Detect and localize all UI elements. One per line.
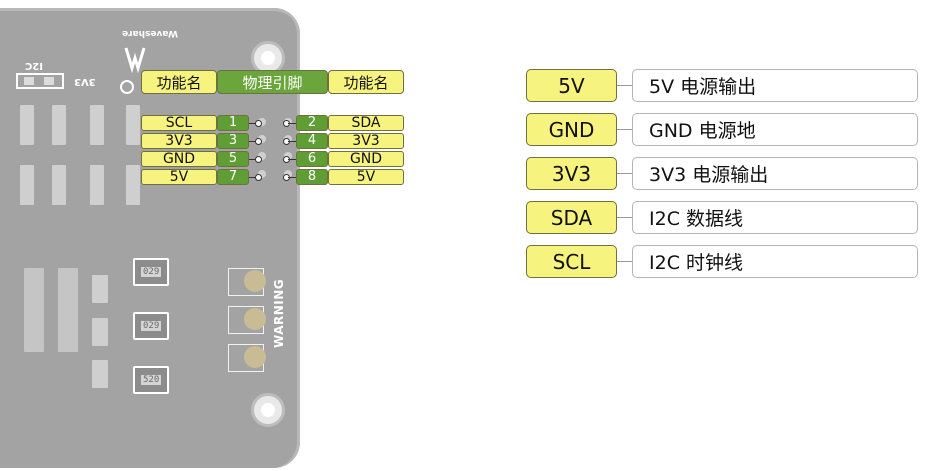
mounting-hole-top [251, 41, 285, 75]
legend-desc-gnd: GND 电源地 [632, 113, 918, 146]
pin-number-left: 5 [217, 151, 249, 167]
legend-desc-5v: 5V 电源输出 [632, 69, 918, 102]
smd-component [92, 360, 108, 388]
pin-dot [255, 138, 262, 145]
pin-function-right: 5V [328, 169, 404, 185]
pin-number-left: 1 [217, 115, 249, 131]
pin-function-left: GND [141, 151, 217, 167]
power-symbol-icon [120, 80, 134, 94]
legend-connector [617, 217, 633, 218]
header-physical-pin: 物理引脚 [217, 70, 328, 94]
pin-function-right: 3V3 [328, 133, 404, 149]
resistor-array [58, 268, 78, 352]
smd-component [52, 105, 66, 145]
pin-leader-line [288, 177, 296, 178]
pin-function-right: SDA [328, 115, 404, 131]
smd-component [20, 105, 34, 145]
legend-key-3v3: 3V3 [526, 157, 617, 190]
legend-connector [617, 85, 633, 86]
legend-desc-scl: I2C 时钟线 [632, 245, 918, 278]
waveshare-logo-icon [124, 46, 146, 76]
pin-number-right: 8 [296, 169, 328, 185]
smd-component [20, 165, 34, 205]
led [244, 346, 266, 368]
pin-leader-line [249, 123, 259, 124]
pin-function-left: 5V [141, 169, 217, 185]
pin-number-right: 6 [296, 151, 328, 167]
header-pad [258, 118, 266, 126]
chip-code: 520 [141, 375, 162, 385]
v3v3-silkscreen: 3V3 [74, 76, 96, 87]
smd-component [126, 165, 140, 205]
smd-component [92, 275, 108, 303]
pin-leader-line [288, 159, 296, 160]
pin-leader-line [288, 123, 296, 124]
brand-silkscreen: Waveshare [122, 28, 179, 38]
i2c-connector [16, 73, 64, 89]
i2c-silkscreen: I2C [25, 60, 44, 71]
chip-code: 029 [141, 267, 162, 277]
pin-dot [255, 120, 262, 127]
pin-leader-line [288, 141, 296, 142]
pin-leader-line [249, 177, 259, 178]
chip-code: 029 [141, 321, 162, 331]
pin-dot [255, 156, 262, 163]
resistor-array [24, 268, 44, 352]
warning-silkscreen: WARNING [272, 278, 286, 348]
led [244, 270, 266, 292]
pin-dot [255, 174, 262, 181]
led [244, 308, 266, 330]
header-function-right: 功能名 [328, 70, 404, 94]
smd-component [92, 318, 108, 346]
pin-leader-line [249, 159, 259, 160]
smd-component [90, 165, 104, 205]
pin-number-left: 3 [217, 133, 249, 149]
legend-key-gnd: GND [526, 113, 617, 146]
legend-key-5v: 5V [526, 69, 617, 102]
mounting-hole-bottom [251, 393, 285, 427]
pin-function-left: SCL [141, 115, 217, 131]
inductor-chip: 520 [133, 366, 169, 394]
header-function-left: 功能名 [141, 70, 217, 94]
smd-component [90, 105, 104, 145]
legend-connector [617, 261, 633, 262]
pin-number-right: 2 [296, 115, 328, 131]
legend-connector [617, 129, 633, 130]
pin-function-right: GND [328, 151, 404, 167]
inductor-chip: 029 [133, 312, 169, 340]
header-pad [258, 135, 266, 143]
smd-component [52, 165, 66, 205]
pin-function-left: 3V3 [141, 133, 217, 149]
smd-component [126, 105, 140, 145]
header-pad [258, 152, 266, 160]
pin-leader-line [249, 141, 259, 142]
inductor-chip: 029 [133, 258, 169, 286]
legend-desc-3v3: 3V3 电源输出 [632, 157, 918, 190]
legend-key-scl: SCL [526, 245, 617, 278]
legend-connector [617, 173, 633, 174]
pin-number-left: 7 [217, 169, 249, 185]
legend-key-sda: SDA [526, 201, 617, 234]
header-pad [258, 170, 266, 178]
legend-desc-sda: I2C 数据线 [632, 201, 918, 234]
pin-number-right: 4 [296, 133, 328, 149]
